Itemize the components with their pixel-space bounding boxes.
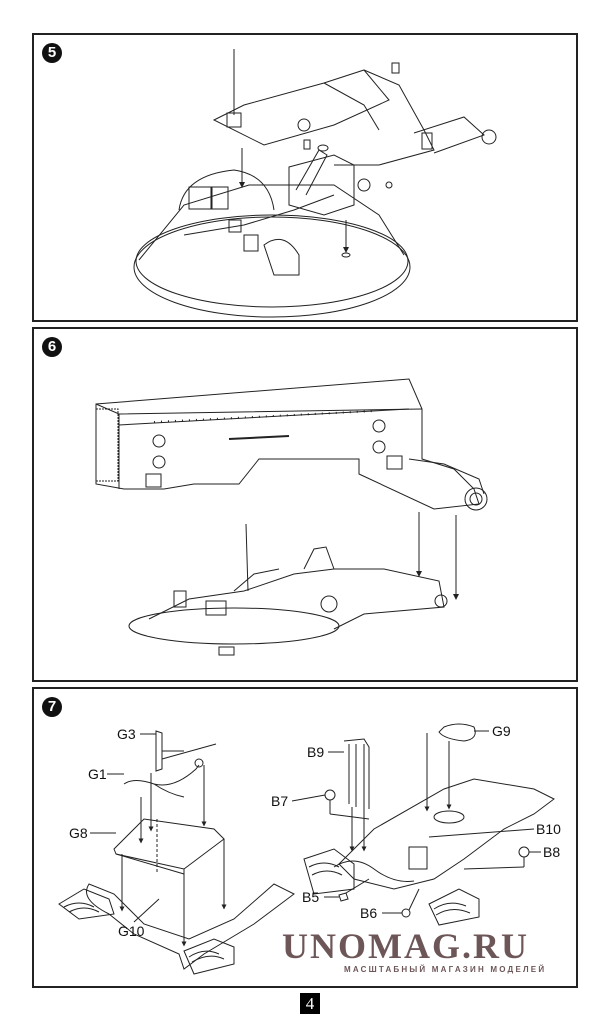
watermark-tagline: МАСШТАБНЫЙ МАГАЗИН МОДЕЛЕЙ xyxy=(344,965,547,974)
part-b6 xyxy=(401,908,411,918)
part-g1 xyxy=(123,764,200,798)
part-label-b8: B8 xyxy=(543,844,560,860)
part-g8 xyxy=(113,818,225,870)
part-label-b5: B5 xyxy=(302,889,319,905)
part-label-g9: G9 xyxy=(492,723,511,739)
step-7-illustration: G3 G1 G8 G10 B9 B7 G9 B10 B8 B5 B6 xyxy=(58,723,561,975)
antenna xyxy=(245,523,249,592)
step-6-panel: 6 xyxy=(32,327,578,682)
step-number-badge: 7 xyxy=(42,697,62,717)
step-6-illustration xyxy=(95,378,488,656)
part-b9 xyxy=(343,738,370,809)
watermark: UNOMAG.RU МАСШТАБНЫЙ МАГАЗИН МОДЕЛЕЙ xyxy=(282,925,572,985)
step-number-badge: 6 xyxy=(42,337,62,357)
upper-frame xyxy=(212,69,390,146)
step-number-badge: 5 xyxy=(42,43,62,63)
part-b5 xyxy=(338,892,349,902)
part-label-g8: G8 xyxy=(69,825,88,841)
part-g9 xyxy=(438,723,476,742)
step-5-illustration xyxy=(133,49,497,318)
hull-base xyxy=(133,216,411,318)
part-b7 xyxy=(324,789,336,801)
page-number: 4 xyxy=(300,993,320,1014)
part-label-g10: G10 xyxy=(118,923,145,939)
part-g3 xyxy=(155,730,217,772)
part-b10-base xyxy=(338,778,555,890)
turret-body xyxy=(95,378,480,510)
part-label-b6: B6 xyxy=(360,905,377,921)
part-label-b9: B9 xyxy=(307,744,324,760)
watermark-brand: UNOMAG.RU xyxy=(282,926,529,966)
part-label-b10: B10 xyxy=(536,821,561,837)
part-label-b7: B7 xyxy=(271,793,288,809)
part-label-g3: G3 xyxy=(117,726,136,742)
part-label-g1: G1 xyxy=(88,766,107,782)
step-7-panel: 7 xyxy=(32,687,578,988)
step-5-panel: 5 xyxy=(32,33,578,322)
part-b8 xyxy=(518,846,530,858)
